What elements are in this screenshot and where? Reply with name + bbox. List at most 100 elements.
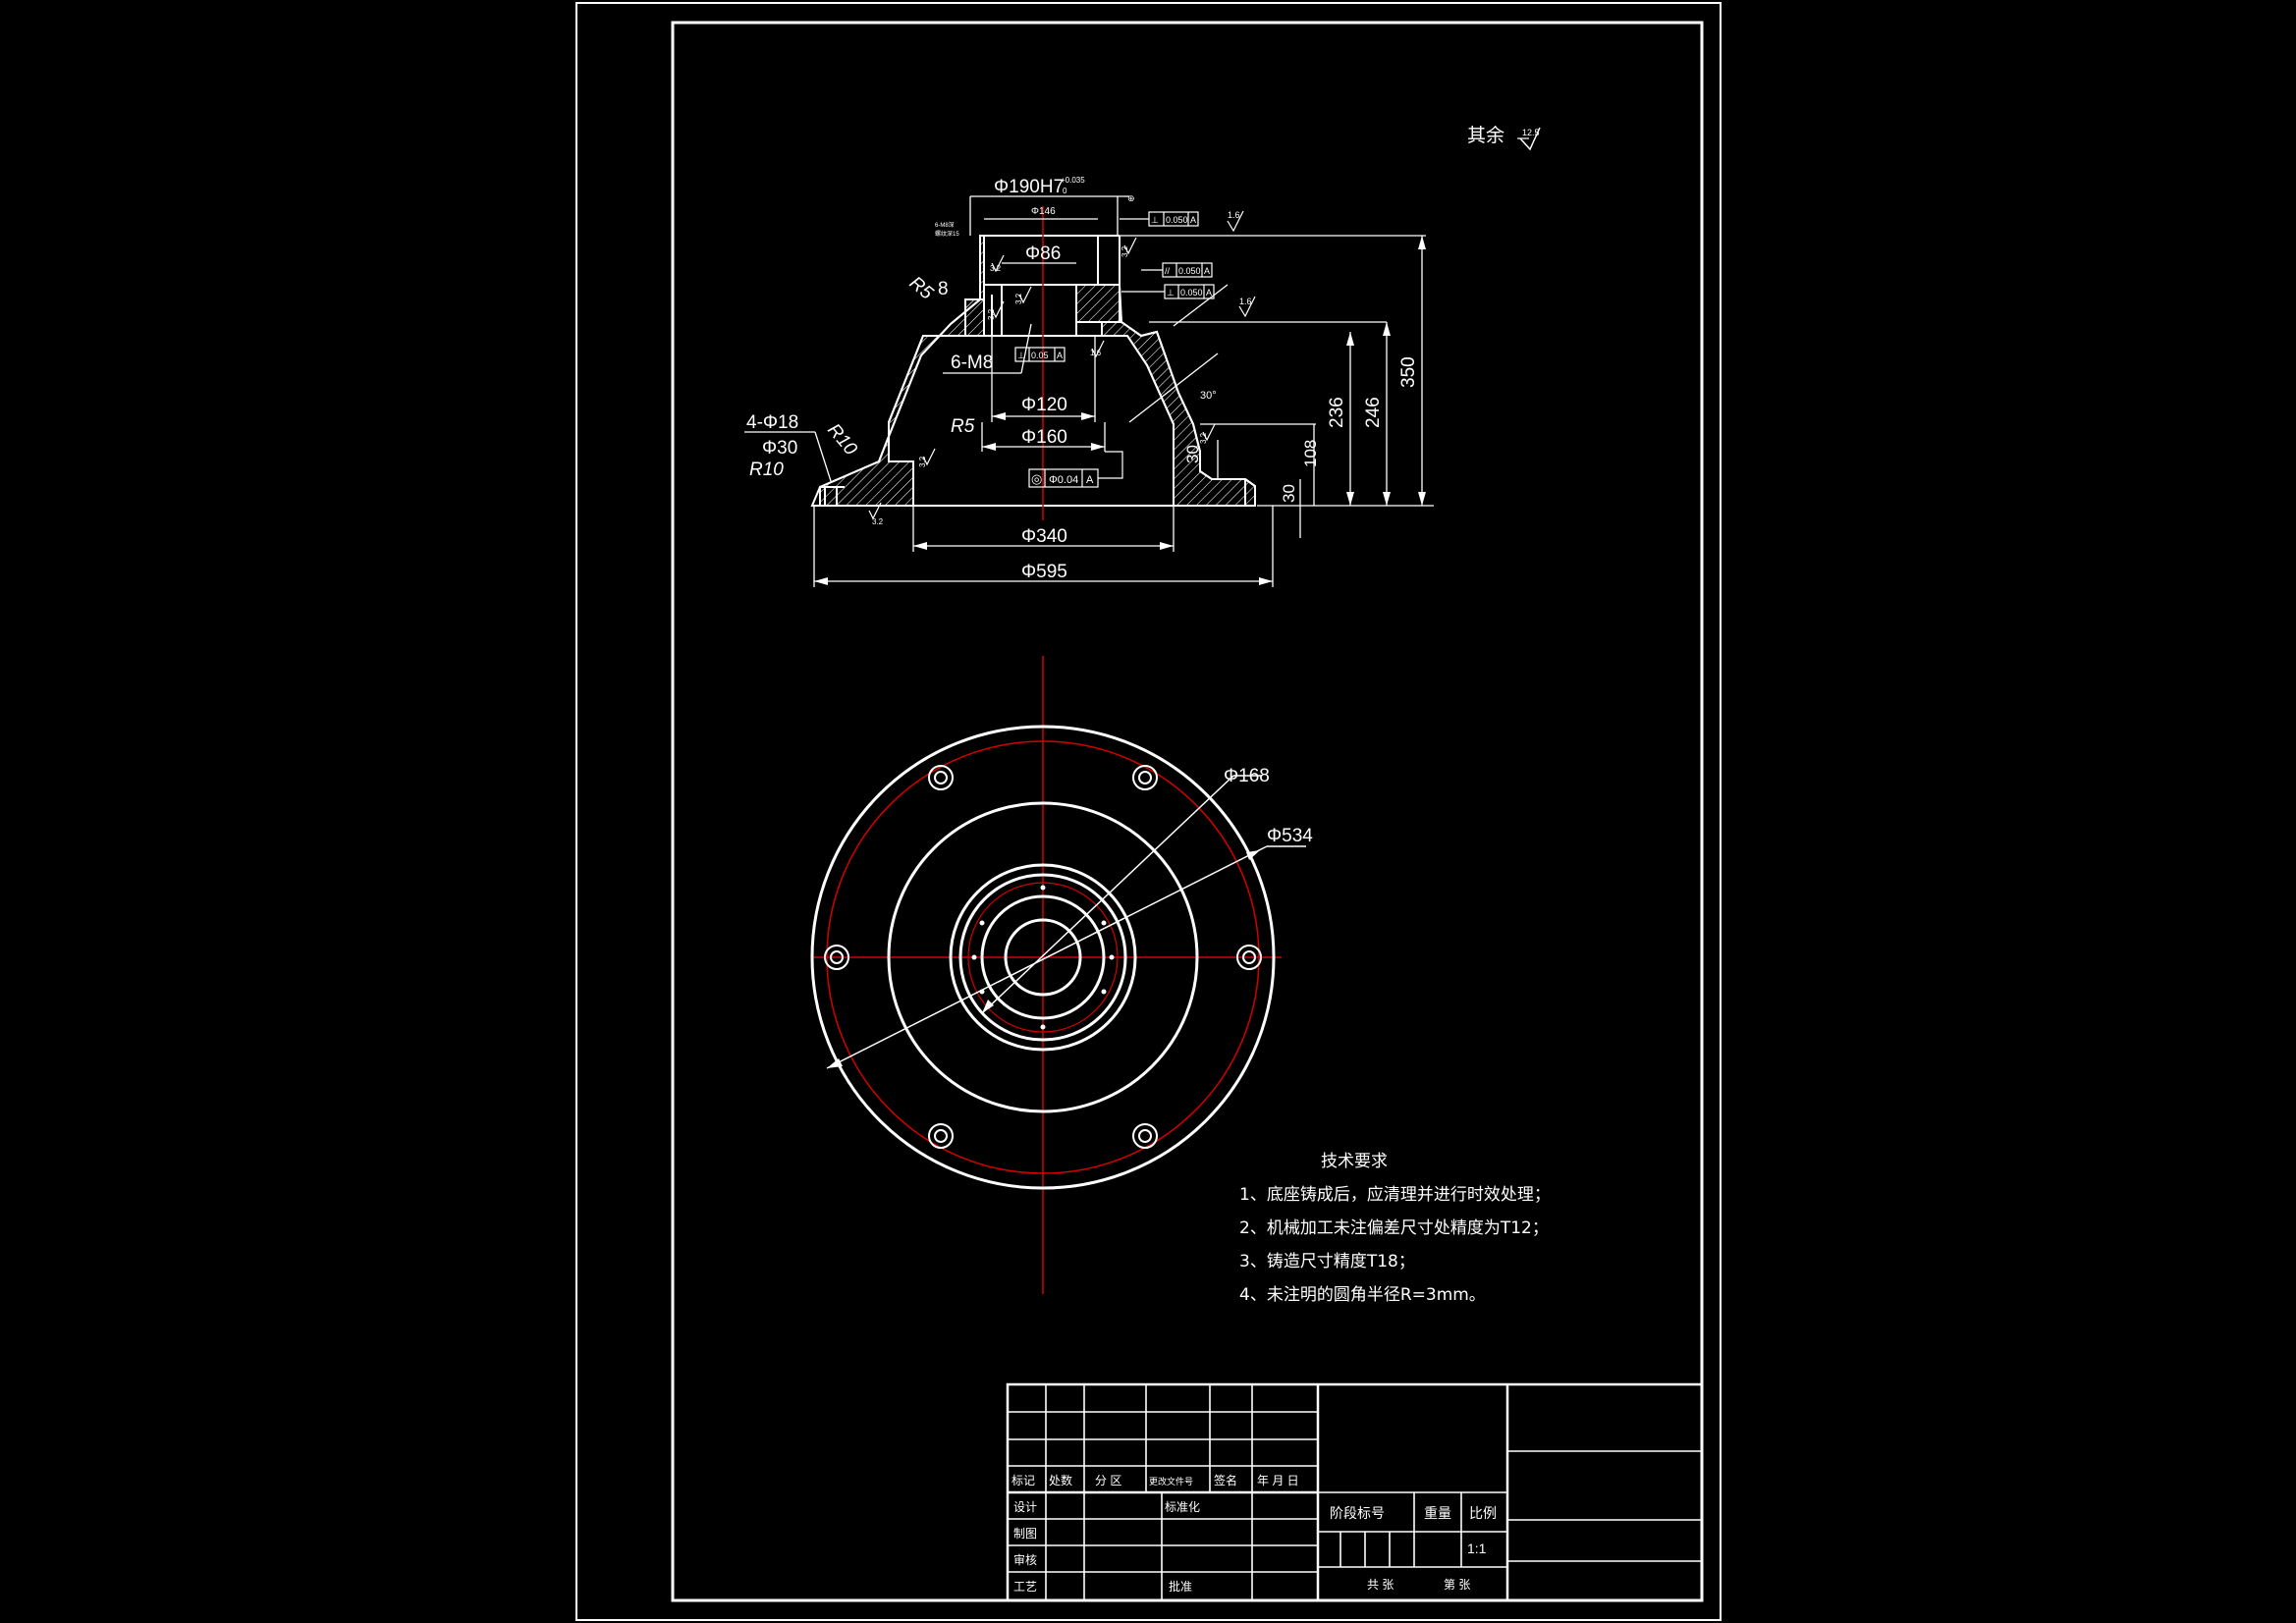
tb-weight: 重量 xyxy=(1424,1505,1451,1521)
plan-thread-holes xyxy=(971,885,1115,1030)
plan-circle-146 xyxy=(958,873,1127,1042)
arrow-d534-end xyxy=(1246,850,1260,860)
bolt-hole-5 xyxy=(928,1123,954,1149)
arrow-236-bot xyxy=(1346,492,1354,506)
thread-hole-2 xyxy=(1040,1024,1046,1030)
roughness-symbols xyxy=(868,210,1256,520)
leader-angle xyxy=(1173,284,1229,327)
surface-note-label: 其余 xyxy=(1467,125,1504,146)
thread-hole-6 xyxy=(1101,989,1107,995)
arrow-595-r xyxy=(1259,577,1273,585)
requirement-item-3: 3、铸造尺寸精度T18； xyxy=(1239,1252,1415,1271)
rough-right-3: 3.2 xyxy=(918,456,927,467)
bolt-hole-1-inner xyxy=(934,771,948,784)
tol-2-symbol: // xyxy=(1165,266,1171,276)
tb-approve: 批准 xyxy=(1169,1579,1192,1594)
title-block xyxy=(1006,1382,1704,1602)
tol-1-symbol: ⊥ xyxy=(1151,215,1159,225)
tol-2-value: 0.050 xyxy=(1178,266,1201,276)
roughness-icon-small-b xyxy=(1091,340,1105,358)
tol-frame-5-leader xyxy=(1098,451,1123,479)
tb-drafting: 制图 xyxy=(1013,1527,1037,1541)
bolt-hole-2 xyxy=(1132,765,1158,790)
tol-3-value: 0.050 xyxy=(1180,288,1203,298)
tb-process: 工艺 xyxy=(1013,1580,1037,1594)
dim-30-base: 30 xyxy=(1280,484,1298,503)
plan-inner-pcd xyxy=(967,882,1119,1033)
leader-d168 xyxy=(981,775,1234,1014)
rough-right-1: 3.2 xyxy=(1121,245,1129,257)
tol-3-symbol: ⊥ xyxy=(1167,288,1175,298)
arrow-d534 xyxy=(827,1058,843,1068)
tb-scale-value: 1:1 xyxy=(1467,1541,1487,1556)
dim-350: 350 xyxy=(1398,356,1419,388)
dim-108: 108 xyxy=(1301,440,1320,467)
plan-circle-86 xyxy=(1004,918,1082,997)
roughness-icon-right-3 xyxy=(868,502,882,520)
arrow-120-l xyxy=(992,412,1006,420)
section-dim-texts: Φ190H7 +0.035 0 ⊕ Φ146 Φ86 Φ120 Φ160 Φ34… xyxy=(746,176,1419,582)
thread-hole-8 xyxy=(1109,954,1115,960)
rough-right-2: 3.2 xyxy=(1199,432,1208,444)
plan-outer-circle xyxy=(810,725,1276,1190)
bolt-hole-4 xyxy=(1236,945,1262,970)
bolt-hole-6-inner xyxy=(1138,1129,1152,1143)
dim-holes: 4-Φ18 xyxy=(746,412,798,433)
tolerance-frames xyxy=(1014,211,1215,488)
rough-top-value: 1.6 xyxy=(1228,210,1240,220)
bolt-hole-1 xyxy=(928,765,954,790)
rough-mid-value: 1.6 xyxy=(1239,297,1252,306)
dim-d120: Φ120 xyxy=(1021,395,1067,415)
arrow-340-r xyxy=(1160,542,1174,550)
roughness-icon-right-2 xyxy=(1202,423,1216,442)
plan-circle-160 xyxy=(949,863,1137,1052)
thread-hole-4 xyxy=(1101,920,1107,926)
plan-circle-120 xyxy=(980,894,1106,1020)
arrow-340-l xyxy=(913,542,927,550)
dim-246: 246 xyxy=(1363,397,1384,428)
arrow-246-bot xyxy=(1383,492,1391,506)
bolt-hole xyxy=(820,486,845,506)
leader-holes-2 xyxy=(814,431,832,482)
thread-note: 6-M8深 xyxy=(935,221,955,229)
plan-bolt-holes xyxy=(824,765,1262,1149)
bolt-hole-2-inner xyxy=(1138,771,1152,784)
bore-steps xyxy=(991,285,1077,336)
tb-scale: 比例 xyxy=(1469,1505,1497,1521)
dim-d86: Φ86 xyxy=(1025,243,1061,264)
roughness-icon-left-1 xyxy=(1018,286,1032,304)
arrow-160-r xyxy=(1091,443,1105,451)
bolt-hole-6 xyxy=(1132,1123,1158,1149)
dim-d190-tol-upper: +0.035 xyxy=(1061,176,1085,185)
tol-1-value: 0.050 xyxy=(1166,215,1188,225)
inner-cavity xyxy=(888,335,1175,506)
requirement-item-4: 4、未注明的圆角半径R=3mm。 xyxy=(1239,1285,1486,1305)
dim-holes-cb: Φ30 xyxy=(762,438,797,459)
tol-1-datum: A xyxy=(1190,215,1196,225)
technical-requirements: 技术要求 1、底座铸成后，应清理并进行时效处理； 2、机械加工未注偏差尺寸处精度… xyxy=(1239,1152,1551,1305)
thread-hole-7 xyxy=(971,954,977,960)
top-cup xyxy=(980,235,1120,286)
roughness-icon-small-a xyxy=(991,254,1005,273)
tol-2-datum: A xyxy=(1204,266,1210,276)
tb-count: 处数 xyxy=(1049,1473,1072,1488)
bolt-hole-3 xyxy=(824,945,849,970)
thread-hole-1 xyxy=(1040,885,1046,891)
plan-circle-340 xyxy=(887,801,1199,1113)
tolerance-texts: ⊥ 0.050 A // 0.050 A ⊥ 0.050 A ⊥ 0.05 A … xyxy=(1017,215,1212,486)
roughness-icon-mid xyxy=(1238,296,1256,318)
dim-d190-tol-lower: 0 xyxy=(1063,187,1067,195)
datum-symbol: ⊕ xyxy=(1127,193,1135,203)
arrow-595-l xyxy=(814,577,828,585)
arrow-246-top xyxy=(1383,322,1391,336)
tb-zone: 分 区 xyxy=(1095,1474,1121,1488)
tol-3-datum: A xyxy=(1206,288,1212,298)
tb-date: 年 月 日 xyxy=(1257,1474,1299,1488)
arrow-120-r xyxy=(1081,412,1095,420)
rough-small-b: 1.6 xyxy=(1090,349,1102,357)
tb-design: 设计 xyxy=(1013,1500,1037,1514)
arrow-236-top xyxy=(1346,332,1354,346)
arrow-160-l xyxy=(982,443,996,451)
